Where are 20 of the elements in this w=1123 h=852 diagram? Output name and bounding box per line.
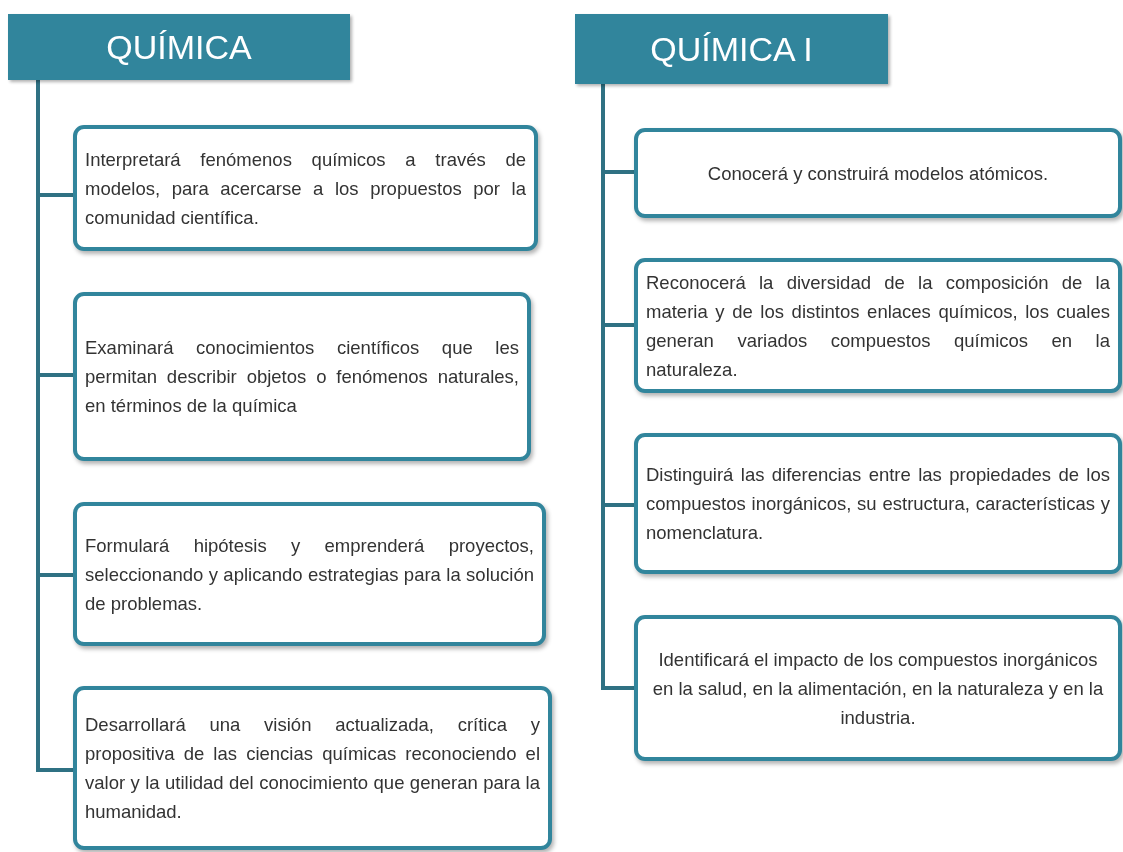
heading-text: QUÍMICA <box>106 27 252 67</box>
objective-text: Conocerá y construirá modelos atómicos. <box>706 161 1050 186</box>
objective-text: Desarrollará una visión actualizada, crítica y propositiva de las ciencias químicas reconociendo el valor y la utilidad del conocimiento que generan para la humanidad. <box>85 713 540 824</box>
objective-card <box>73 502 546 646</box>
objective-text: Examinará conocimientos científicos que les permitan describir objetos o fenómenos naturales, en términos de la química <box>85 336 519 418</box>
title-banner <box>8 14 350 80</box>
objective-text: Distinguirá las diferencias entre las propiedades de los compuestos inorgánicos, su estructura, características y nomenclatura. <box>646 463 1110 545</box>
heading-text: QUÍMICA I <box>650 29 813 69</box>
objective-card <box>73 125 538 251</box>
objective-text: Formulará hipótesis y emprenderá proyectos, seleccionando y aplicando estrategias para la solución de problemas. <box>85 533 534 616</box>
objective-card <box>73 292 531 461</box>
objective-text: Identificará el impacto de los compuestos inorgánicos en la salud, en la alimentación, en la naturaleza y en la industria. <box>651 647 1105 730</box>
objective-text: Reconocerá la diversidad de la composición de la materia y de los distintos enlaces químicos, los cuales generan variados compuestos químicos en la naturaleza. <box>646 270 1110 382</box>
objective-card <box>634 128 1122 218</box>
objective-card <box>634 433 1122 574</box>
title-banner <box>575 14 888 84</box>
objective-card <box>73 686 552 850</box>
objective-card <box>634 615 1122 761</box>
objective-text: Interpretará fenómenos químicos a través de modelos, para acercarse a los propuestos por la comunidad científica. <box>85 147 526 230</box>
objective-card <box>634 258 1122 393</box>
